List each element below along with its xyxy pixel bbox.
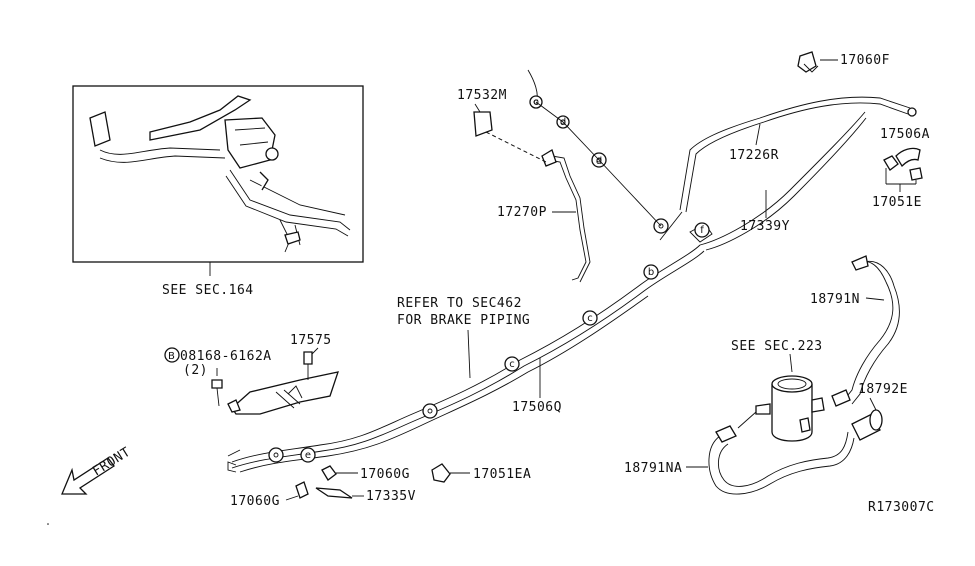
brake-note-line2: FOR BRAKE PIPING: [397, 313, 530, 328]
marker-c-2: c: [509, 359, 515, 370]
hose-18791NA: [708, 411, 855, 495]
main-tube-bundle: [227, 244, 705, 473]
protector-17575: [227, 351, 339, 415]
fitting-18792E: [831, 389, 883, 441]
label-17506Q: 17506Q: [512, 400, 562, 415]
front-arrow-icon: [61, 457, 115, 495]
hose-18791N: [843, 255, 900, 405]
marker-c-3: c: [587, 313, 593, 324]
lower-clips: [295, 463, 451, 499]
brake-note-line1: REFER TO SEC462: [397, 296, 522, 311]
label-17270P: 17270P: [497, 205, 547, 220]
label-17575: 17575: [290, 333, 332, 348]
canister-sec223: [755, 375, 825, 442]
vent-tube-17270P: [541, 149, 591, 283]
label-17339Y: 17339Y: [740, 219, 790, 234]
label-18791N: 18791N: [810, 292, 860, 307]
label-17060G-upper: 17060G: [360, 467, 410, 482]
marker-f: f: [700, 225, 704, 236]
clip-markers: c d d c c b e f: [305, 97, 704, 461]
inset-canister-assembly: [89, 95, 351, 253]
label-18792E: 18792E: [858, 382, 908, 397]
hose-17506A: [883, 147, 923, 192]
reference-id: R173007C: [868, 500, 935, 515]
label-17060G-lower: 17060G: [230, 494, 280, 509]
label-17506A: 17506A: [880, 127, 930, 142]
bolt-symbol: [164, 347, 180, 363]
label-08168-6162A: 08168-6162A: [180, 349, 272, 364]
stray-dot: [47, 523, 49, 525]
label-17532M: 17532M: [457, 88, 507, 103]
label-17051E: 17051E: [872, 195, 922, 210]
marker-e: e: [305, 450, 311, 461]
label-18791NA: 18791NA: [624, 461, 682, 476]
clip-17532M: [473, 69, 547, 163]
see-sec-223: SEE SEC.223: [731, 339, 823, 354]
bolt-symbol-letter: B: [168, 351, 175, 362]
upper-tube-pair: [659, 96, 917, 251]
bolt-08168: B: [164, 347, 223, 407]
label-17060F: 17060F: [840, 53, 890, 68]
marker-b: b: [648, 267, 654, 278]
inset-caption: SEE SEC.164: [162, 283, 254, 298]
front-label: FRONT: [90, 445, 133, 480]
label-17335V: 17335V: [366, 489, 416, 504]
label-17051EA: 17051EA: [473, 467, 531, 482]
bolt-qty: (2): [183, 363, 208, 378]
label-17226R: 17226R: [729, 148, 779, 163]
marker-d-2: d: [596, 156, 602, 167]
inset-frame: [72, 85, 364, 263]
clip-chain-leader: [535, 101, 662, 227]
clip-17060F: [797, 51, 819, 73]
line-clips: [268, 95, 710, 463]
